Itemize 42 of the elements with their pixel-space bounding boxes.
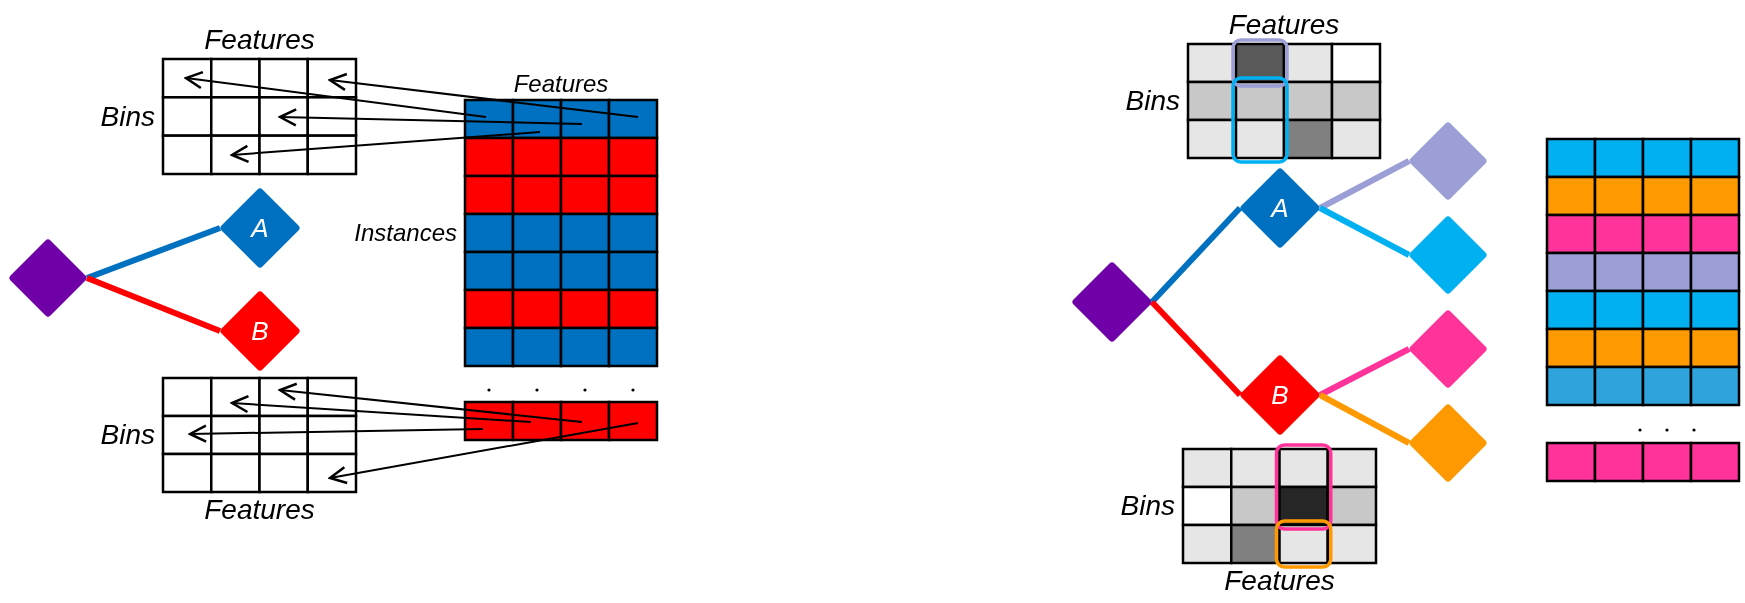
branch-line — [1318, 205, 1411, 258]
axis-label: Bins — [1120, 490, 1175, 522]
branch-line — [1149, 205, 1243, 305]
axis-label: Features — [1224, 566, 1335, 597]
tree-node-diamond — [1409, 404, 1487, 482]
axis-label: Bins — [1125, 85, 1180, 117]
data-matrix — [1547, 139, 1739, 405]
axis-label: Bins — [100, 101, 155, 132]
arrow — [328, 422, 639, 485]
tree-node-diamond — [1409, 310, 1487, 388]
axis-label: Features — [1228, 10, 1340, 41]
arrow — [278, 382, 583, 423]
arrow — [278, 108, 583, 127]
arrow — [184, 70, 487, 118]
node-label: B — [251, 316, 269, 346]
arrow — [230, 394, 532, 423]
tree-node-diamond — [1409, 122, 1487, 200]
data-row-bar — [465, 402, 657, 440]
axis-label: Bins — [100, 419, 155, 451]
tree-node-diamond — [1240, 168, 1320, 248]
branch-line — [85, 275, 222, 334]
axis-label: Instances — [354, 219, 457, 247]
tree-node-diamond — [1240, 355, 1320, 435]
axis-label: Features — [204, 25, 315, 56]
tree-node-diamond — [220, 188, 300, 268]
node-label: A — [1271, 193, 1289, 223]
branch-line — [85, 225, 222, 281]
branch-line — [1318, 158, 1411, 211]
tree-node-diamond — [9, 239, 87, 317]
axis-label: Features — [204, 495, 315, 526]
tree-node-diamond — [1409, 216, 1487, 294]
branch-line — [1149, 299, 1243, 398]
arrow — [188, 424, 484, 443]
data-row-bar — [1547, 443, 1739, 481]
branch-line — [1318, 392, 1411, 446]
node-label: B — [1271, 380, 1289, 410]
branch-line — [1318, 346, 1411, 398]
arrow — [230, 131, 541, 164]
tree-node-diamond — [1072, 262, 1152, 342]
node-label: A — [251, 213, 269, 243]
tree-node-diamond — [220, 291, 300, 371]
axis-label: Features — [513, 70, 609, 97]
